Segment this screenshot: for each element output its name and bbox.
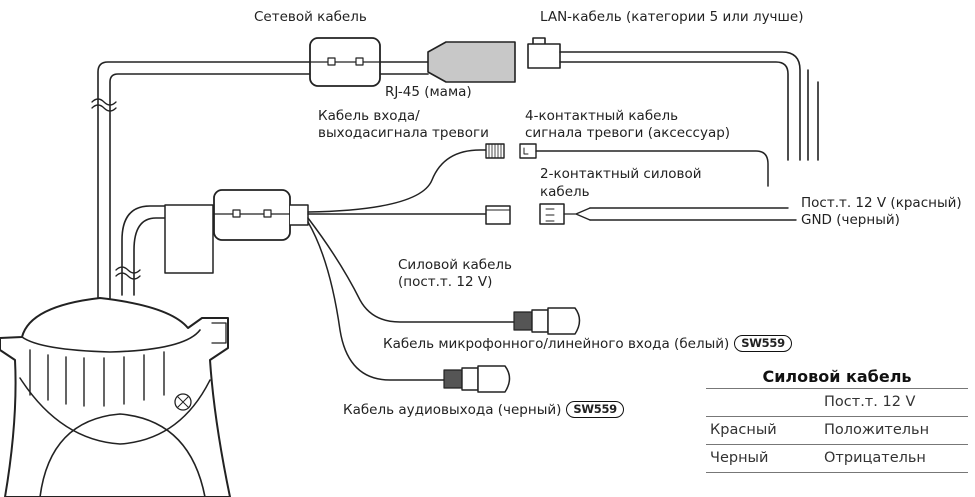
sw559-badge: SW559 xyxy=(734,335,792,352)
spec-table-grid: Пост.т. 12 V Красный Положительн Черный … xyxy=(706,388,968,473)
power-plug xyxy=(485,205,511,225)
table-cell: Положительн xyxy=(820,416,968,445)
table-cell: Черный xyxy=(706,444,820,473)
alarm-cable-4pin xyxy=(535,150,769,187)
table-row: Пост.т. 12 V xyxy=(706,388,968,417)
mic-cable-text: Кабель микрофонного/линейного входа (бел… xyxy=(383,336,730,352)
alarm-io-label-line2: выходасигнала тревоги xyxy=(318,125,489,141)
lan-plug xyxy=(527,37,561,69)
table-cell: Отрицательн xyxy=(820,444,968,473)
alarm-io-label-line1: Кабель входа/ xyxy=(318,108,420,124)
lower-ferrite-core xyxy=(213,189,291,241)
audio-out-label: Кабель аудиовыхода (черный)SW559 xyxy=(343,401,624,419)
table-cell xyxy=(706,388,820,417)
power-2pin-label-line1: 2-контактный силовой xyxy=(540,166,702,182)
camera-harness xyxy=(121,205,215,296)
lan-cable xyxy=(559,51,801,161)
power-cable-label-line2: (пост.т. 12 V) xyxy=(398,274,493,290)
table-row: Красный Положительн xyxy=(706,416,968,445)
spec-table-title: Силовой кабель xyxy=(762,367,912,386)
sw559-badge: SW559 xyxy=(566,401,624,418)
audio-out-text: Кабель аудиовыхода (черный) xyxy=(343,402,562,418)
dc-red-label: Пост.т. 12 V (красный) xyxy=(801,195,962,211)
power-cable-spec-table: Силовой кабель Пост.т. 12 V Красный Поло… xyxy=(706,366,968,473)
audio-out-plug xyxy=(443,369,463,389)
mic-cable-label: Кабель микрофонного/линейного входа (бел… xyxy=(383,335,792,353)
dome-camera xyxy=(0,297,231,497)
table-row: Черный Отрицательн xyxy=(706,444,968,473)
alarm-4pin-label-line1: 4-контактный кабель xyxy=(525,108,679,124)
power-cable-label-line1: Силовой кабель xyxy=(398,257,513,273)
network-cable-label: Сетевой кабель xyxy=(254,9,367,25)
table-cell: Красный xyxy=(706,416,820,445)
rj45-label: RJ-45 (мама) xyxy=(385,84,472,100)
alarm-4pin-label-line2: сигнала тревоги (аксессуар) xyxy=(525,125,731,141)
power-2pin-label-line2: кабель xyxy=(540,184,590,200)
table-cell: Пост.т. 12 V xyxy=(820,388,968,417)
audio-out-lead xyxy=(307,221,445,381)
lan-cable-label: LAN-кабель (категории 5 или лучше) xyxy=(540,9,804,25)
mic-lead xyxy=(307,217,515,323)
gnd-black-label: GND (черный) xyxy=(801,212,900,228)
network-cable xyxy=(97,61,311,301)
alarm-plug-4pin xyxy=(519,143,537,159)
alarm-lead xyxy=(307,149,487,213)
rj45-female-connector xyxy=(427,41,516,83)
mic-plug xyxy=(513,311,533,331)
